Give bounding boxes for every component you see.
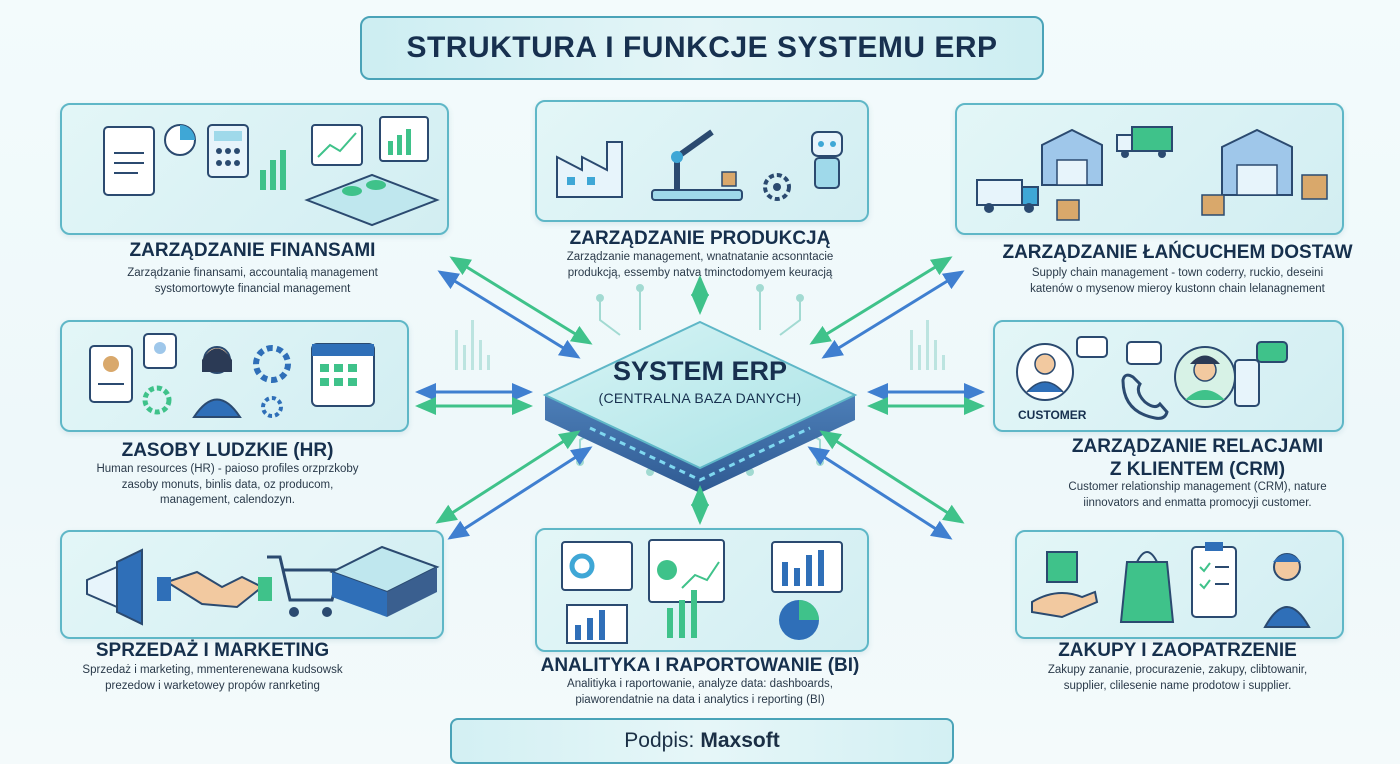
erp-hub-title: SYSTEM ERP xyxy=(612,356,788,386)
bar-chart-icon xyxy=(566,541,843,644)
pie-chart-icon xyxy=(164,124,196,156)
page-title: STRUKTURA I FUNKCJE SYSTEMU ERP xyxy=(360,16,1044,80)
robot-icon xyxy=(811,131,843,189)
crm-title: ZARZĄDZANIE RELACJAMI Z KLIENTEM (CRM) xyxy=(1005,436,1390,482)
handshake-icon xyxy=(157,570,272,609)
bi-panel xyxy=(535,528,869,652)
megaphone-icon xyxy=(86,548,143,626)
signature-label: Podpis: xyxy=(624,729,695,752)
purchasing-desc-line2: supplier, clilesenie name prodotow i sup… xyxy=(1063,679,1292,692)
bi-desc-line2: piaworendatnie na data i analytics i rep… xyxy=(575,693,825,706)
hr-desc-line3: management, calendozyn. xyxy=(160,494,295,507)
crm-panel xyxy=(993,320,1344,432)
hr-desc-line1: Human resources (HR) - paioso profiles o… xyxy=(96,463,359,475)
server-base-icon xyxy=(304,173,440,227)
warehouse-icon xyxy=(1041,128,1293,196)
crm-title-line2: Z KLIENTEM (CRM) xyxy=(1109,458,1286,480)
worker-icon xyxy=(1263,553,1311,628)
supply-title: ZARZĄDZANIE ŁAŃCUCHEM DOSTAW xyxy=(1002,242,1353,263)
checklist-icon xyxy=(1191,542,1237,618)
erp-hub xyxy=(542,320,858,493)
pie-chart-icon xyxy=(779,600,819,640)
production-desc: Zarządzanie management, wnatnatanie acso… xyxy=(535,250,865,281)
client-avatar-icon xyxy=(1174,346,1236,408)
finance-panel xyxy=(60,103,449,235)
bi-desc: Analitiyka i raportowanie, analyze data:… xyxy=(535,677,865,708)
profile-card-icon xyxy=(89,333,177,403)
production-desc-line1: Zarządzanie management, wnatnatanie acso… xyxy=(566,251,834,263)
finance-title: ZARZĄDZANIE FINANSAMI xyxy=(129,240,376,261)
sales-desc: Sprzedaż i marketing, mmenterenewana kud… xyxy=(20,663,405,694)
box-icon xyxy=(1056,174,1328,221)
customer-avatar-icon xyxy=(1016,343,1074,401)
supply-desc: Supply chain management - town coderry, … xyxy=(985,266,1370,297)
hr-desc: Human resources (HR) - paioso profiles o… xyxy=(35,462,420,509)
hr-desc-line2: zasoby monuts, binlis data, oz producom, xyxy=(121,478,334,491)
hand-box-icon xyxy=(1031,551,1099,619)
monitor-chart-icon xyxy=(311,116,429,166)
truck-icon xyxy=(976,126,1173,213)
crm-desc: Customer relationship management (CRM), … xyxy=(1005,480,1390,511)
sales-desc-line1: Sprzedaż i marketing, mmenterenewana kud… xyxy=(82,664,343,676)
hr-title: ZASOBY LUDZKIE (HR) xyxy=(121,440,334,461)
shopping-bag-icon xyxy=(1119,551,1175,623)
server-icon xyxy=(329,545,440,617)
sales-panel xyxy=(60,530,444,639)
document-icon xyxy=(103,126,155,196)
gear-icon xyxy=(142,345,291,418)
erp-hub-subtitle: (CENTRALNA BAZA DANYCH) xyxy=(598,390,802,406)
arrows xyxy=(415,256,985,540)
shopping-cart-icon xyxy=(267,555,342,617)
purchasing-title: ZAKUPY I ZAOPATRZENIE xyxy=(1058,640,1297,661)
dashboard-icon xyxy=(561,539,725,603)
production-title: ZARZĄDZANIE PRODUKCJĄ xyxy=(569,228,831,249)
factory-icon xyxy=(556,141,623,198)
customer-label: CUSTOMER xyxy=(1018,408,1087,422)
bi-title: ANALITYKA I RAPORTOWANIE (BI) xyxy=(540,655,860,676)
crm-desc-line2: iinnovators and enmatta promocyji custom… xyxy=(1083,496,1312,509)
gear-icon xyxy=(763,173,791,201)
sales-title: SPRZEDAŻ I MARKETING xyxy=(95,640,330,661)
phone-icon xyxy=(1121,373,1169,420)
supply-panel xyxy=(955,103,1344,235)
bi-desc-line1: Analitiyka i raportowanie, analyze data:… xyxy=(567,678,833,690)
crm-desc-line1: Customer relationship management (CRM), … xyxy=(1068,481,1327,493)
finance-desc: Zarządzanie finansami, accountalią manag… xyxy=(60,266,445,297)
employee-icon xyxy=(192,346,242,418)
crm-title-line1: ZARZĄDZANIE RELACJAMI xyxy=(1071,436,1324,457)
finance-desc-line2: systomortowyte financial management xyxy=(154,282,351,295)
robot-arm-icon xyxy=(651,129,743,201)
calendar-icon xyxy=(311,343,375,407)
signature-box: Podpis: Maxsoft xyxy=(450,718,954,764)
smartphone-icon xyxy=(1234,359,1260,407)
production-desc-line2: produkcją, essemby natva tminctodomyem k… xyxy=(567,266,833,279)
calculator-icon xyxy=(207,124,249,178)
bar-chart-icon xyxy=(260,150,286,190)
supply-desc-line1: Supply chain management - town coderry, … xyxy=(1031,267,1324,279)
chat-bubble-icon xyxy=(1076,336,1288,365)
finance-desc-line1: Zarządzanie finansami, accountalią manag… xyxy=(127,267,378,279)
purchasing-desc: Zakupy zananie, procurazenie, zakupy, cl… xyxy=(985,663,1370,694)
signature-name: Maxsoft xyxy=(700,729,780,752)
supply-desc-line2: katenów o mysenow mieroy kustonn chain l… xyxy=(1030,282,1325,295)
purchasing-panel xyxy=(1015,530,1344,639)
purchasing-desc-line1: Zakupy zananie, procurazenie, zakupy, cl… xyxy=(1047,664,1308,676)
production-panel xyxy=(535,100,869,222)
sales-desc-line2: prezedow i warketowey propów ranrketing xyxy=(105,679,320,692)
hr-panel xyxy=(60,320,409,432)
